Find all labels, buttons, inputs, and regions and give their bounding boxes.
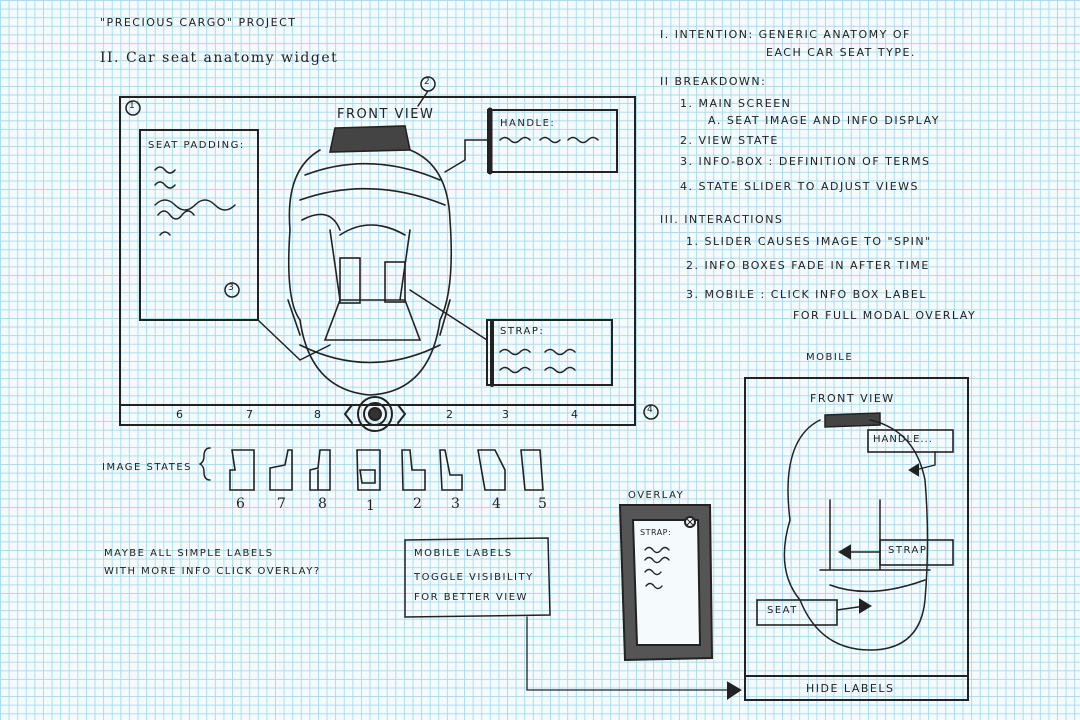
overlay-title: Overlay xyxy=(628,490,685,501)
mobile-labels-note-box xyxy=(404,537,551,618)
mobile-handle-label[interactable]: Handle... xyxy=(873,434,933,445)
outline-line: 4. State slider to adjust views xyxy=(680,180,920,193)
outline-line: 1. Main screen xyxy=(680,97,792,110)
callout-3: 3 xyxy=(228,283,234,293)
outline-line: III. Interactions xyxy=(660,213,784,226)
seat-padding-label[interactable]: Seat padding: xyxy=(148,140,245,151)
slider-tick[interactable]: 6 xyxy=(176,408,185,421)
slider-knob xyxy=(343,396,407,432)
handle-label[interactable]: Handle: xyxy=(500,118,556,129)
mobile-front-view: Front view xyxy=(810,392,895,405)
state-number: 6 xyxy=(236,496,247,512)
seat-padding-box xyxy=(139,129,259,321)
state-number: 8 xyxy=(318,496,329,512)
mobile-car-seat-sketch xyxy=(783,412,931,651)
callout-circle-3 xyxy=(224,282,240,298)
callout-circle-1 xyxy=(125,100,141,116)
state-number: 5 xyxy=(538,496,549,512)
mobile-title: Mobile xyxy=(806,352,854,363)
state-number: 2 xyxy=(413,496,424,512)
note-simple-labels: Maybe all simple labels xyxy=(104,548,274,559)
outline-line: 2. View state xyxy=(680,134,779,147)
mobile-frame xyxy=(744,377,969,701)
mobile-strap-label[interactable]: Strap xyxy=(888,545,928,556)
image-states-label: Image states xyxy=(102,462,193,473)
outline-line: 2. Info boxes fade in after time xyxy=(686,259,930,272)
callout-1: 1 xyxy=(129,101,135,111)
outline-line: each car seat type. xyxy=(766,46,916,59)
slider-tick[interactable]: 8 xyxy=(314,408,323,421)
outline-line: II Breakdown: xyxy=(660,75,767,88)
section-title: II. Car seat anatomy widget xyxy=(100,50,339,66)
slider-tick[interactable]: 4 xyxy=(571,408,580,421)
car-seat-sketch xyxy=(287,125,453,396)
hide-labels-button[interactable]: Hide labels xyxy=(806,682,895,695)
outline-line: for full modal overlay xyxy=(793,309,977,322)
overlay-strap-label: Strap: xyxy=(640,528,672,537)
note-simple-labels: with more info click overlay? xyxy=(104,566,321,577)
slider-tick[interactable]: 7 xyxy=(246,408,255,421)
callout-circle-4 xyxy=(643,404,659,420)
state-number: 1 xyxy=(366,498,377,514)
callout-2: 2 xyxy=(424,77,430,87)
note-mobile-labels: Toggle visibility xyxy=(414,572,534,583)
state-number: 4 xyxy=(492,496,503,512)
strap-label[interactable]: Strap: xyxy=(500,326,545,337)
callout-4: 4 xyxy=(647,405,653,415)
mobile-seat-box xyxy=(756,599,838,626)
overlay-sketch xyxy=(618,504,714,662)
outline-line: 3. Info-box : Definition of terms xyxy=(680,155,931,168)
outline-line: A. Seat image and info display xyxy=(708,114,940,127)
image-state-icons xyxy=(229,449,544,491)
state-number: 7 xyxy=(277,496,288,512)
outline-line: 1. Slider causes image to "spin" xyxy=(686,235,932,248)
outline-line: 3. Mobile : Click info box label xyxy=(686,288,927,301)
outline-line: I. Intention: Generic anatomy of xyxy=(660,28,911,41)
mobile-handle-box xyxy=(867,429,954,453)
slider-tick[interactable]: 3 xyxy=(502,408,511,421)
project-title: "Precious Cargo" Project xyxy=(100,16,297,29)
note-mobile-labels: Mobile labels xyxy=(414,548,513,559)
front-view-heading: Front view xyxy=(337,107,435,122)
strap-box xyxy=(486,319,613,386)
slider-tick[interactable]: 2 xyxy=(446,408,455,421)
state-number: 3 xyxy=(451,496,462,512)
mobile-seat-label[interactable]: Seat xyxy=(767,605,798,616)
note-mobile-labels: for better view xyxy=(414,592,528,603)
